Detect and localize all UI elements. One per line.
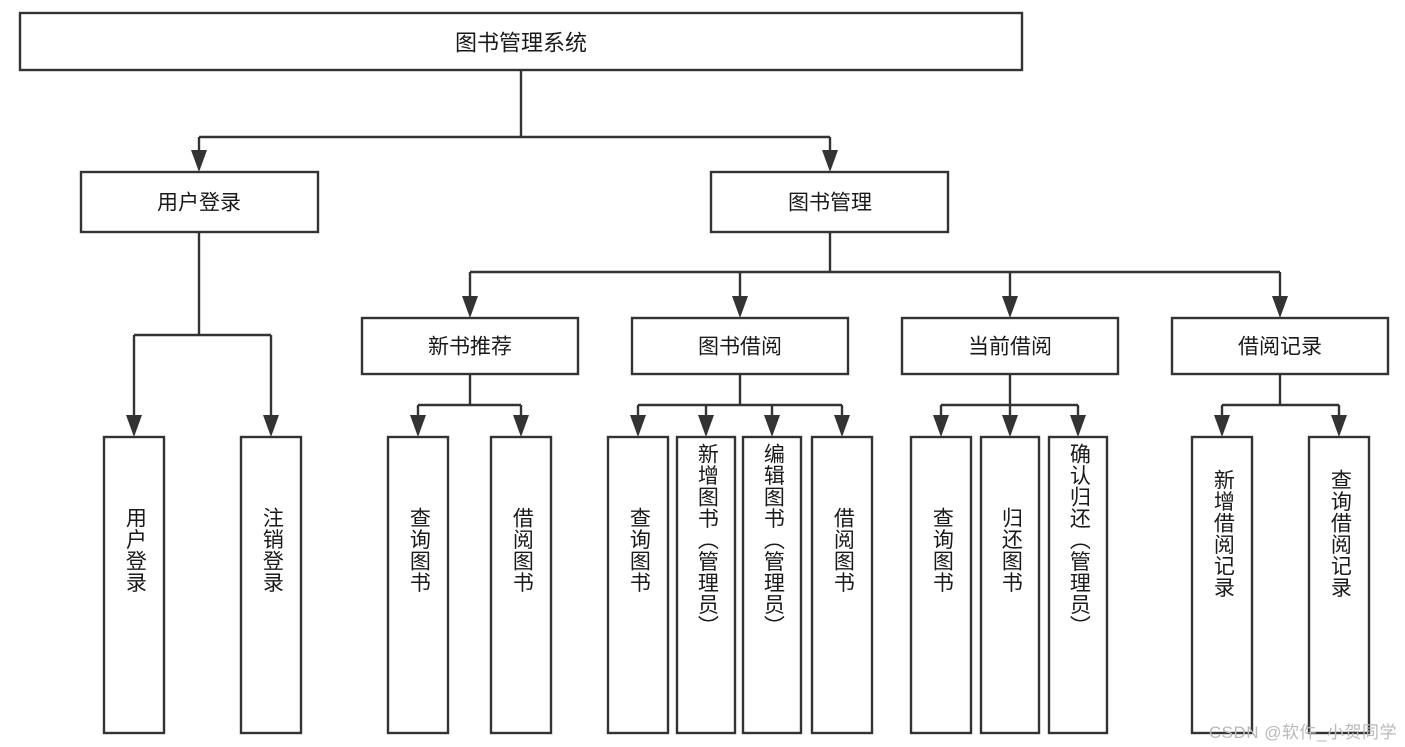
leaf-box-record-add[interactable]	[1190, 435, 1254, 735]
node-user-login-label: 用户登录	[157, 192, 241, 215]
arrow-to-book-borrow	[732, 296, 748, 318]
leaf-box-record-query[interactable]	[1307, 435, 1371, 735]
arrow-to-leaf-borrowrecord-1	[1214, 415, 1230, 437]
arrow-to-leaf-currentborrow-2	[1002, 415, 1018, 437]
node-user-login[interactable]: 用户登录	[79, 170, 320, 234]
leaf-box-bookborrow-query[interactable]	[606, 435, 670, 735]
arrow-to-leaf-currentborrow-3	[1070, 415, 1086, 437]
node-root-box[interactable]	[18, 11, 1024, 72]
arrow-to-leaf-currentborrow-1	[933, 415, 949, 437]
leaf-box-currentborrow-return[interactable]	[979, 435, 1041, 735]
arrow-to-leaf-bookborrow-2	[698, 415, 714, 437]
node-book-borrow-label: 图书借阅	[698, 336, 782, 359]
arrow-to-borrow-record	[1272, 296, 1288, 318]
arrow-to-leaf-logout	[263, 415, 279, 437]
node-root-label: 图书管理系统	[455, 31, 587, 56]
node-new-book-recommend-label: 新书推荐	[428, 336, 512, 359]
leaf-box-newbook-query[interactable]	[386, 435, 450, 735]
arrow-to-leaf-newbook-2	[513, 415, 529, 437]
leaf-box-bookborrow-edit[interactable]	[741, 435, 803, 735]
arrow-to-leaf-bookborrow-1	[630, 415, 646, 437]
node-current-borrow[interactable]: 当前借阅	[900, 316, 1120, 376]
leaf-box-bookborrow-add[interactable]	[675, 435, 737, 735]
arrow-to-leaf-user-login	[126, 415, 142, 437]
node-current-borrow-label: 当前借阅	[968, 336, 1052, 359]
leaf-box-bookborrow-borrow[interactable]	[810, 435, 874, 735]
watermark-text: CSDN @软件_小贺同学	[1208, 723, 1397, 742]
node-current-borrow-box[interactable]	[900, 316, 1120, 376]
node-book-borrow[interactable]: 图书借阅	[630, 316, 850, 376]
node-borrow-record-label: 借阅记录	[1238, 336, 1322, 359]
node-book-borrow-box[interactable]	[630, 316, 850, 376]
connector-layer	[126, 70, 1347, 437]
node-user-login-box[interactable]	[79, 170, 320, 234]
arrow-to-leaf-bookborrow-4	[834, 415, 850, 437]
leaf-box-currentborrow-confirm[interactable]	[1047, 435, 1109, 735]
arrow-to-book-manage	[822, 150, 838, 172]
arrow-to-leaf-newbook-1	[410, 415, 426, 437]
node-root[interactable]: 图书管理系统	[18, 11, 1024, 72]
leaf-box-logout[interactable]	[239, 435, 303, 735]
node-book-manage-label: 图书管理	[788, 192, 872, 215]
leaf-box-newbook-borrow[interactable]	[489, 435, 553, 735]
leaf-box-currentborrow-query[interactable]	[909, 435, 973, 735]
node-new-book-recommend-box[interactable]	[360, 316, 580, 376]
node-book-manage-box[interactable]	[709, 170, 950, 234]
leaf-box-layer	[102, 435, 1371, 735]
node-borrow-record-box[interactable]	[1170, 316, 1390, 376]
arrow-to-leaf-borrowrecord-2	[1331, 415, 1347, 437]
arrow-to-user-login	[191, 150, 207, 172]
node-book-manage[interactable]: 图书管理	[709, 170, 950, 234]
arrow-to-current-borrow	[1002, 296, 1018, 318]
leaf-box-user-login[interactable]	[102, 435, 166, 735]
node-borrow-record[interactable]: 借阅记录	[1170, 316, 1390, 376]
node-new-book-recommend[interactable]: 新书推荐	[360, 316, 580, 376]
arrow-to-new-book	[462, 296, 478, 318]
arrow-to-leaf-bookborrow-3	[764, 415, 780, 437]
